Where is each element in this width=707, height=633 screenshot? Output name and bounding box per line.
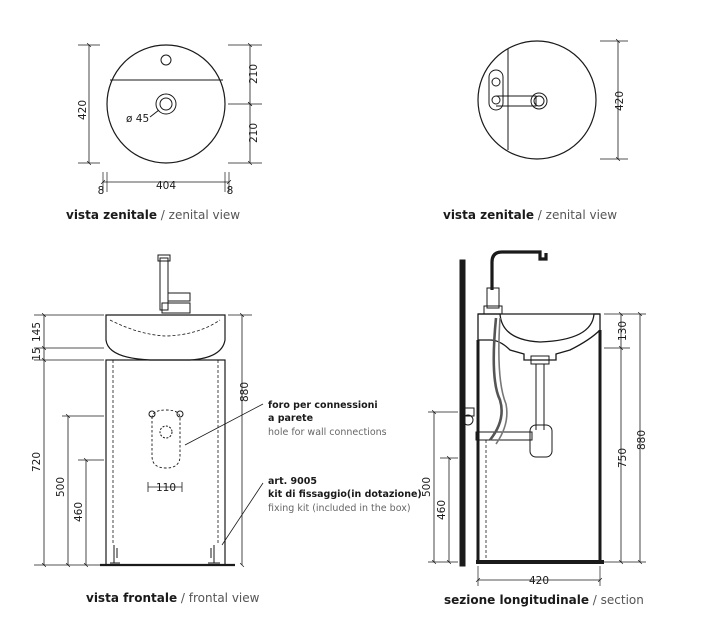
caption-front: vista frontale / frontal view	[86, 591, 260, 605]
faucet-stem	[159, 257, 169, 311]
basin-outline	[106, 44, 226, 164]
front-view	[34, 254, 264, 568]
dim-110: 110	[156, 482, 176, 494]
note-fixing-art: art. 9005	[268, 476, 317, 487]
dim-210-lower: 210	[248, 123, 260, 143]
caption-top-left: vista zenitale / zenital view	[66, 208, 240, 222]
dim-15: 15	[31, 347, 43, 360]
dim-404: 404	[156, 180, 176, 192]
dim-145: 145	[31, 322, 43, 342]
note-fixing-it: kit di fissaggio(in dotazione)	[268, 489, 422, 500]
hole-leader	[149, 109, 160, 118]
drain-outer	[155, 93, 177, 115]
top-right-view	[477, 38, 628, 162]
dim-210-upper: 210	[248, 64, 260, 84]
caption-top-right: vista zenitale / zenital view	[443, 208, 617, 222]
dim-880-section: 880	[636, 430, 648, 450]
supply-pipe-1	[488, 317, 503, 441]
supply-pipe-2	[495, 317, 508, 445]
dim-500-front: 500	[55, 477, 67, 497]
spout	[496, 95, 537, 107]
dim-420-right: 420	[614, 91, 626, 111]
note-fixing-en: fixing kit (included in the box)	[268, 503, 411, 514]
connection-hole	[151, 409, 181, 469]
faucet-handle	[167, 292, 191, 302]
top-left-view	[78, 42, 262, 192]
dim-130: 130	[617, 321, 629, 341]
dim-hole-45: ø 45	[126, 113, 149, 125]
drain-inner	[159, 97, 173, 111]
dim-8-right: 8	[227, 185, 234, 197]
siphon	[529, 424, 553, 458]
column-section	[476, 330, 602, 562]
dim-750: 750	[617, 448, 629, 468]
basin-outline-right	[477, 40, 597, 160]
faucet-section	[490, 250, 548, 290]
caption-section: sezione longitudinale / section	[444, 593, 644, 607]
section-view	[428, 250, 646, 586]
dim-720: 720	[31, 452, 43, 472]
tap-hole	[160, 54, 172, 66]
dim-500-section: 500	[421, 477, 433, 497]
leader-fixing	[221, 482, 264, 546]
basin-front	[105, 314, 226, 361]
dim-460-front: 460	[73, 502, 85, 522]
column-body	[105, 359, 226, 566]
leader-connections	[184, 403, 264, 446]
dim-8-left: 8	[98, 185, 105, 197]
tap-body	[488, 69, 504, 111]
note-connections-it-2: a parete	[268, 413, 313, 424]
dim-880-front: 880	[239, 382, 251, 402]
dim-420-left: 420	[77, 100, 89, 120]
note-connections-en: hole for wall connections	[268, 427, 387, 438]
dim-420-section: 420	[529, 575, 549, 587]
note-connections-it-1: foro per connessioni	[268, 400, 378, 411]
dim-460-section: 460	[436, 500, 448, 520]
wall	[459, 259, 466, 567]
